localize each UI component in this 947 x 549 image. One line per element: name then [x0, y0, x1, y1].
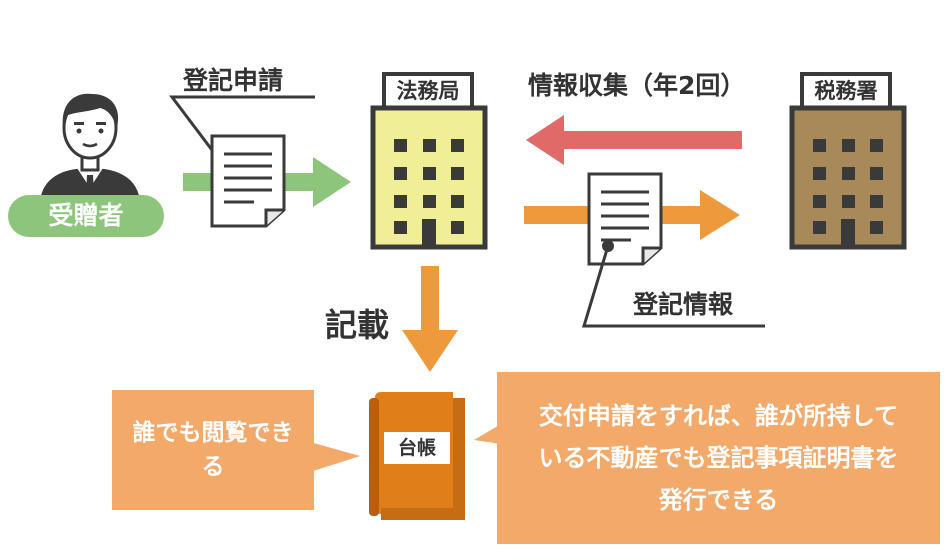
red-arrow — [526, 115, 742, 165]
recipient-label: 受贈者 — [8, 195, 164, 237]
person-icon — [40, 93, 140, 202]
bureau-building-icon — [370, 105, 488, 250]
orange-arrow-down — [402, 266, 458, 372]
info-collection-label: 情報収集（年2回） — [528, 71, 746, 100]
leader-line-registration-info — [581, 240, 765, 328]
left-bubble-tail — [310, 442, 360, 472]
right-bubble-text: 交付申請をすれば、誰が所持している不動産でも登記事項証明書を発行できる — [538, 402, 899, 514]
tax-office-building-icon — [789, 105, 907, 250]
left-speech-bubble: 誰でも閲覧できる — [112, 390, 314, 510]
document-icon-application — [210, 134, 286, 228]
registration-info-label: 登記情報 — [633, 290, 734, 319]
registration-application-label: 登記申請 — [183, 66, 284, 95]
record-label: 記載 — [325, 306, 390, 344]
left-bubble-text: 誰でも閲覧できる — [132, 420, 294, 480]
right-speech-bubble: 交付申請をすれば、誰が所持している不動産でも登記事項証明書を発行できる — [497, 372, 940, 544]
tax-office-sign: 税務署 — [800, 72, 892, 110]
ledger-label: 台帳 — [384, 432, 450, 464]
